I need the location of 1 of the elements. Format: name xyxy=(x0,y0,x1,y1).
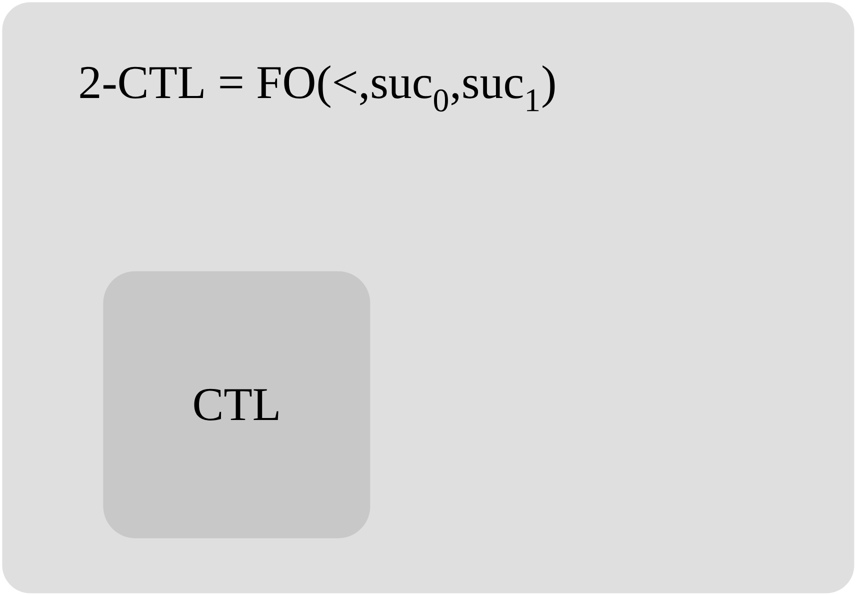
inner-box: CTL xyxy=(103,271,370,538)
